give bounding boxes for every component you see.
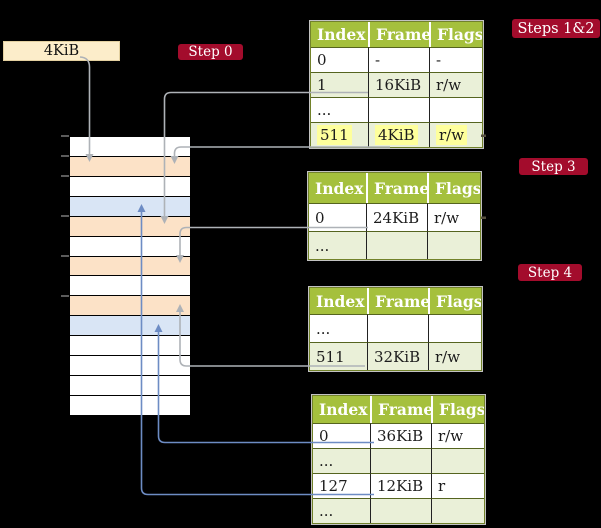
column-header: Frame [366,173,427,203]
table-cell: 36KiB [370,423,431,448]
table-cell [366,231,427,259]
steps-1-2-label: Steps 1&2 [512,19,600,38]
column-header: Index [309,173,366,203]
table-cell: ... [310,314,367,342]
column-header: Frame [370,396,431,423]
memory-row-2 [70,175,190,196]
table-row: 511 4KiB r/w [311,122,482,147]
memory-row-1 [70,155,190,176]
table-cell: ... [313,448,370,473]
column-header: Index [313,396,370,423]
column-header: Flags [427,173,480,203]
step-0-label: Step 0 [178,44,243,60]
table-cell: 0 [313,423,370,448]
highlighted-value: r/w [436,125,468,145]
table-cell [370,498,431,523]
table-cell: 0 [309,203,366,231]
memory-row-8 [70,295,190,316]
memory-row-3 [70,195,190,216]
memory-row-6 [70,255,190,276]
column-header: Flags [429,22,482,47]
table-cell: 127 [313,473,370,498]
highlighted-value: 511 [317,125,352,145]
table-cell: 16KiB [368,72,429,97]
step-0-text: Step 0 [188,44,233,60]
table-row: ... [310,314,481,342]
column-header: Index [310,288,367,314]
table-cell: - [429,47,482,72]
steps-1-2-text: Steps 1&2 [517,20,595,37]
table-row: ... [313,448,484,473]
table-cell [367,314,428,342]
table-cell: r/w [429,122,482,147]
table-cell [429,97,482,122]
table-cell [431,498,484,523]
step-3-text: Step 3 [531,158,576,175]
table-cell: 0 [311,47,368,72]
artifact-dash [481,216,486,219]
table-row: ... [313,498,484,523]
table-cell: r/w [427,203,480,231]
memory-row-4 [70,215,190,236]
column-header: Index [311,22,368,47]
memory-row-0 [70,137,190,156]
column-header: Frame [368,22,429,47]
step-3-label: Step 3 [519,158,588,175]
table-row: 0-- [311,47,482,72]
table-cell [431,448,484,473]
memory-row-5 [70,235,190,256]
highlighted-value: 4KiB [375,125,418,145]
arrow-table1-index511-to-frame [170,146,390,164]
column-header: Flags [431,396,484,423]
memory-row-7 [70,275,190,296]
table-cell: 12KiB [370,473,431,498]
table-cell [370,448,431,473]
table-cell: - [368,47,429,72]
table-cell: r [431,473,484,498]
memory-row-11 [70,355,190,376]
step-4-text: Step 4 [527,264,573,281]
column-header: Flags [428,288,481,314]
column-header: Frame [367,288,428,314]
table-cell [427,231,480,259]
table-cell [368,97,429,122]
memory-row-10 [70,335,190,356]
table-cell: 511 [311,122,368,147]
memory-row-12 [70,375,190,395]
memory-row-13 [70,394,190,415]
table-cell: ... [309,231,366,259]
table-cell: ... [311,97,368,122]
table-cell: r/w [429,72,482,97]
table-row: ... [309,231,480,259]
table-cell: 511 [310,342,367,370]
table-cell: r/w [428,342,481,370]
table-cell: 32KiB [367,342,428,370]
table-row: ... [311,97,482,122]
table-cell: 1 [311,72,368,97]
physical-memory-column [69,136,191,416]
page-size-label: 4KiB [43,43,80,59]
memory-tick-marks [61,135,69,297]
memory-row-9 [70,315,190,336]
table-cell: 4KiB [368,122,429,147]
table-cell: 24KiB [366,203,427,231]
step-4-label: Step 4 [518,264,582,281]
page-size-box: 4KiB [3,41,120,61]
table-cell [428,314,481,342]
table-cell: r/w [431,423,484,448]
table-cell: ... [313,498,370,523]
